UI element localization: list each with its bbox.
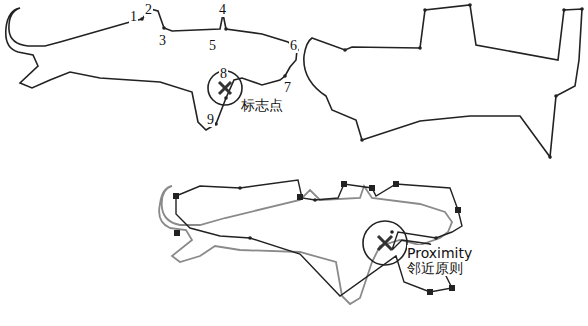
callout-number: 2 <box>144 2 153 17</box>
callout-number: 4 <box>218 2 227 17</box>
callout-number: 8 <box>219 66 228 81</box>
x-mark <box>378 236 392 250</box>
airplane-outline <box>304 5 582 157</box>
callout-number: 3 <box>158 33 167 48</box>
callout-number: 5 <box>208 38 217 53</box>
landmark-label: 标志点 <box>240 98 284 113</box>
airplane-landmark-outline <box>176 180 462 296</box>
x-mark <box>219 82 231 94</box>
callout-number: 1 <box>129 9 138 24</box>
proximity-circle <box>363 221 407 265</box>
callout-number: 7 <box>283 80 292 95</box>
proximity-label: Proximity 邻近原则 <box>406 246 482 277</box>
airplane-outline <box>6 8 297 130</box>
callout-number: 9 <box>206 112 215 127</box>
callout-number: 6 <box>289 38 298 53</box>
